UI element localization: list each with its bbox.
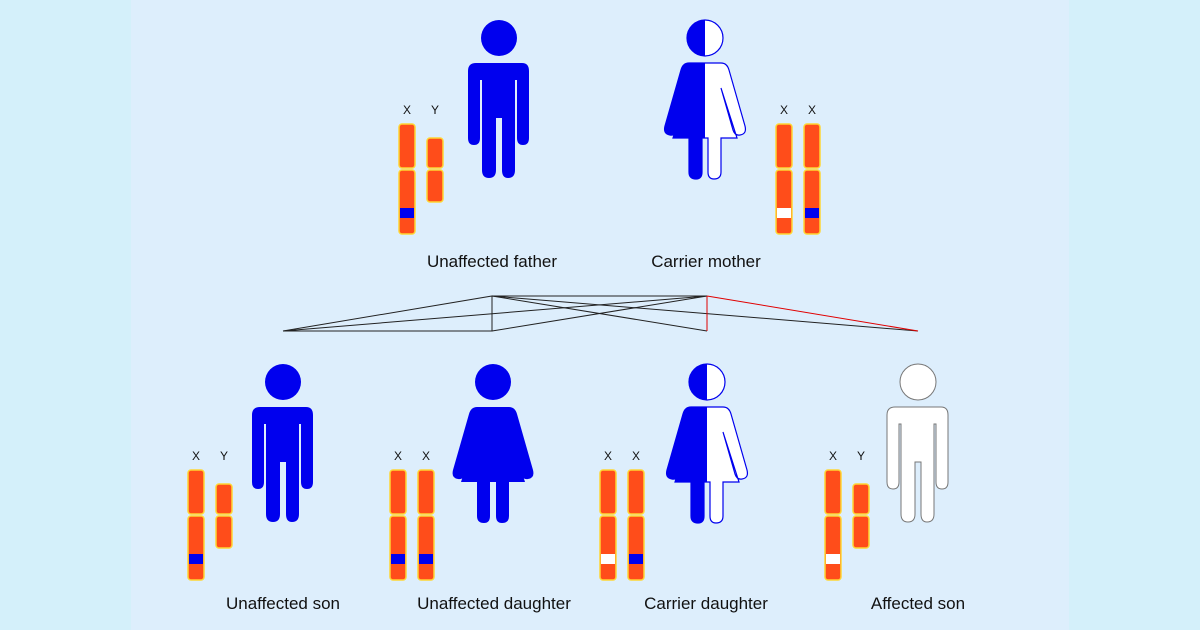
parents-1-label: Unaffected father (427, 252, 557, 271)
parents-1-chromosome-2-tag: Y (431, 103, 439, 117)
parents-2-chromosome-2-band (805, 208, 819, 218)
parents-2-chromosome-1-tag: X (780, 103, 788, 117)
children-4: X Y Affected son (824, 363, 965, 613)
children-2-chromosome-2-band (419, 554, 433, 564)
children-3-label: Carrier daughter (644, 594, 768, 613)
children-3-figure (665, 363, 749, 524)
children-2-chromosome-1-tag: X (394, 449, 402, 463)
line-mother-red (706, 295, 919, 332)
children-1-label: Unaffected son (226, 594, 340, 613)
parents-1-chromosome-1-band (400, 208, 414, 218)
children-4-chromosome-1-tag: X (829, 449, 837, 463)
children-3-chromosome-1: X (599, 449, 617, 581)
children-3-chromosome-1-band (601, 554, 615, 564)
parents-2-chromosome-2: X (803, 103, 821, 235)
parents-2-chromosome-2-tag: X (808, 103, 816, 117)
parents-1: X Y Unaffected father (398, 20, 557, 271)
children-4-chromosome-1-band (826, 554, 840, 564)
children-1-chromosome-1-band (189, 554, 203, 564)
children-2-chromosome-1-band (391, 554, 405, 564)
children-1-figure (252, 364, 313, 522)
children-4-chromosome-2: Y (852, 449, 870, 549)
line-father-left (282, 295, 493, 332)
children-4-chromosome-2-tag: Y (857, 449, 865, 463)
line-father-right (491, 295, 919, 332)
line-mother-left (282, 295, 708, 332)
children-3: X X Carrier daughter (599, 363, 768, 613)
children-3-chromosome-2-tag: X (632, 449, 640, 463)
children-3-chromosome-2-band (629, 554, 643, 564)
children-2: X X Unaffected daughter (389, 364, 571, 613)
children-3-chromosome-2: X (627, 449, 645, 581)
parents-2-chromosome-1: X (775, 103, 793, 235)
parents-1-chromosome-2: Y (426, 103, 444, 203)
line-mother-mid (491, 295, 708, 332)
parents-2-chromosome-1-band (777, 208, 791, 218)
parents-2-figure (663, 19, 747, 180)
children-1: X Y Unaffected son (187, 364, 340, 613)
inheritance-lines (282, 295, 919, 332)
children-2-chromosome-2-tag: X (422, 449, 430, 463)
children-1-chromosome-1-tag: X (192, 449, 200, 463)
parents-1-chromosome-1-tag: X (403, 103, 411, 117)
children-3-chromosome-1-tag: X (604, 449, 612, 463)
parents-1-chromosome-1: X (398, 103, 416, 235)
children-1-chromosome-2-tag: Y (220, 449, 228, 463)
children-2-chromosome-1: X (389, 449, 407, 581)
children-4-figure (886, 363, 949, 523)
children-2-chromosome-2: X (417, 449, 435, 581)
children-4-label: Affected son (871, 594, 965, 613)
children-1-chromosome-2: Y (215, 449, 233, 549)
children-2-label: Unaffected daughter (417, 594, 571, 613)
parents-2-label: Carrier mother (651, 252, 761, 271)
parents-1-figure (468, 20, 529, 178)
parents-2: X X Carrier mother (651, 19, 821, 271)
children-4-chromosome-1: X (824, 449, 842, 581)
children-2-figure (452, 364, 534, 523)
children-1-chromosome-1: X (187, 449, 205, 581)
